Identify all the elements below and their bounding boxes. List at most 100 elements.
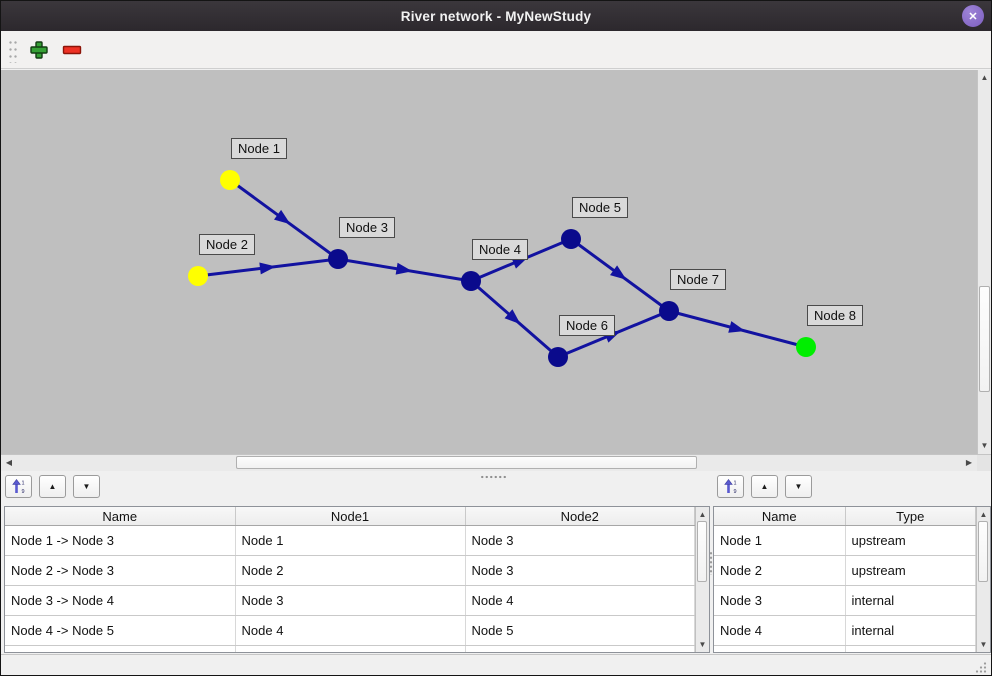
graph-node[interactable] — [561, 229, 581, 249]
toolbar-grip-handle[interactable] — [8, 36, 17, 63]
table-cell[interactable]: internal — [845, 615, 976, 646]
graph-node[interactable] — [461, 271, 481, 291]
table-cell[interactable]: Node 1 -> Node 3 — [5, 525, 236, 556]
move-down-button[interactable]: ▼ — [73, 475, 100, 498]
table-row[interactable] — [5, 645, 695, 652]
table-cell[interactable]: Node 3 — [235, 585, 466, 616]
scrollbar-corner — [977, 454, 991, 471]
scroll-up-button[interactable]: ▲ — [698, 509, 707, 519]
minus-icon — [62, 45, 82, 54]
branches-toolbar: 1 9 ▲ ▼ — [5, 475, 100, 498]
table-cell[interactable]: Node 4 — [235, 615, 466, 646]
vertical-scroll-thumb[interactable] — [978, 521, 988, 582]
graph-node[interactable] — [548, 347, 568, 367]
close-button[interactable]: ✕ — [962, 5, 984, 27]
table-cell[interactable]: Node 4 -> Node 5 — [5, 615, 236, 646]
nodes-table-scrollbar: ▲ ▼ — [976, 507, 990, 652]
table-cell[interactable] — [845, 645, 976, 652]
flow-arrow-icon — [728, 321, 746, 333]
scroll-down-button[interactable]: ▼ — [979, 639, 988, 649]
sort-button[interactable]: 1 9 — [717, 475, 744, 498]
graph-node[interactable] — [220, 170, 240, 190]
table-cell[interactable]: upstream — [845, 555, 976, 586]
arrow-down-icon: ▼ — [82, 482, 91, 491]
graph-node[interactable] — [188, 266, 208, 286]
svg-text:1: 1 — [734, 481, 737, 487]
scroll-down-button[interactable]: ▼ — [698, 639, 707, 649]
node-label: Node 6 — [559, 315, 615, 336]
svg-text:9: 9 — [734, 489, 737, 494]
sort-button[interactable]: 1 9 — [5, 475, 32, 498]
vertical-scroll-thumb[interactable] — [697, 521, 707, 582]
horizontal-scroll-thumb[interactable] — [236, 456, 697, 469]
node-label: Node 7 — [670, 269, 726, 290]
table-cell[interactable] — [235, 645, 466, 652]
column-header[interactable]: Node1 — [235, 507, 466, 526]
scroll-right-button[interactable]: ▶ — [965, 458, 973, 467]
table-cell[interactable]: Node 2 -> Node 3 — [5, 555, 236, 586]
move-down-button[interactable]: ▼ — [785, 475, 812, 498]
window-title: River network - MyNewStudy — [400, 8, 592, 24]
arrow-down-icon: ▼ — [794, 482, 803, 491]
table-cell[interactable]: Node 3 — [465, 525, 695, 556]
flow-arrow-icon — [504, 309, 521, 325]
flow-arrow-icon — [610, 265, 627, 280]
table-cell[interactable]: Node 3 — [465, 555, 695, 586]
table-cell[interactable] — [5, 645, 236, 652]
table-cell[interactable]: Node 2 — [235, 555, 466, 586]
table-row[interactable] — [714, 645, 976, 652]
table-cell[interactable] — [714, 645, 846, 652]
column-header[interactable]: Name — [5, 507, 236, 526]
graph-node[interactable] — [659, 301, 679, 321]
table-cell[interactable]: Node 2 — [714, 555, 846, 586]
table-cell[interactable]: Node 5 — [465, 615, 695, 646]
vertical-scroll-thumb[interactable] — [979, 286, 990, 392]
table-cell[interactable]: internal — [845, 585, 976, 616]
table-cell[interactable]: Node 3 -> Node 4 — [5, 585, 236, 616]
sort-ascending-icon: 1 9 — [724, 479, 737, 494]
table-cell[interactable]: upstream — [845, 525, 976, 556]
table-cell[interactable]: Node 3 — [714, 585, 846, 616]
scroll-left-button[interactable]: ◀ — [5, 458, 13, 467]
vertical-splitter-handle[interactable] — [709, 551, 714, 575]
flow-arrow-icon — [395, 262, 413, 275]
title-bar[interactable]: River network - MyNewStudy ✕ — [1, 1, 991, 31]
scroll-down-button[interactable]: ▼ — [980, 441, 989, 450]
splitter-band: 1 9 ▲ ▼ 1 9 ▲ — [1, 471, 991, 506]
scroll-up-button[interactable]: ▲ — [980, 73, 989, 82]
move-up-button[interactable]: ▲ — [751, 475, 778, 498]
sort-ascending-icon: 1 9 — [12, 479, 25, 494]
column-header[interactable]: Type — [845, 507, 976, 526]
table-cell[interactable]: Node 4 — [465, 585, 695, 616]
scroll-up-button[interactable]: ▲ — [979, 509, 988, 519]
river-network-graph — [188, 170, 816, 367]
column-header[interactable]: Name — [714, 507, 846, 526]
graph-node[interactable] — [328, 249, 348, 269]
table-cell[interactable]: Node 1 — [235, 525, 466, 556]
move-up-button[interactable]: ▲ — [39, 475, 66, 498]
table-cell[interactable]: Node 1 — [714, 525, 846, 556]
add-button[interactable] — [26, 37, 52, 63]
arrow-up-icon: ▲ — [48, 482, 57, 491]
svg-text:9: 9 — [22, 489, 25, 494]
table-cell[interactable]: Node 4 — [714, 615, 846, 646]
canvas-horizontal-scrollbar: ◀ ▶ — [1, 454, 977, 471]
resize-grip[interactable] — [974, 661, 988, 674]
table-cell[interactable] — [465, 645, 695, 652]
column-header[interactable]: Node2 — [465, 507, 695, 526]
graph-node[interactable] — [796, 337, 816, 357]
remove-button[interactable] — [59, 37, 85, 63]
horizontal-splitter-handle[interactable] — [480, 475, 506, 480]
